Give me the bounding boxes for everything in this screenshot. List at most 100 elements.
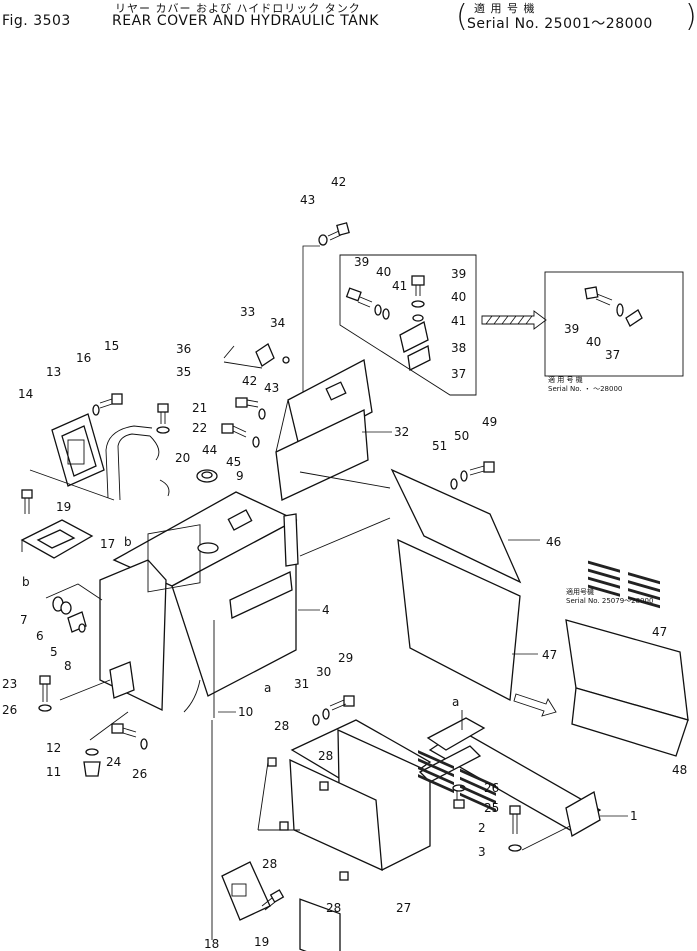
callout-40-inset: 40 — [586, 335, 601, 349]
callout-48: 48 — [672, 763, 687, 777]
callout-1: 1 — [630, 809, 638, 823]
washer-51 — [450, 478, 458, 490]
inset-frame-serial — [544, 271, 684, 377]
bolt-42-middle — [235, 397, 259, 408]
washer-3 — [508, 844, 522, 852]
tank-guard — [229, 571, 293, 619]
washer-45 — [252, 436, 260, 448]
callout-ref-b-tank: b — [124, 535, 132, 549]
callout-49: 49 — [482, 415, 497, 429]
callout-29: 29 — [338, 651, 353, 665]
callout-22: 22 — [192, 421, 207, 435]
latch-plate — [325, 381, 347, 401]
frame-bracket — [299, 898, 341, 951]
callout-26-left: 26 — [2, 703, 17, 717]
callout-41-b: 41 — [451, 314, 466, 328]
callout-6: 6 — [36, 629, 44, 643]
callout-31: 31 — [294, 677, 309, 691]
callout-40-a: 40 — [376, 265, 391, 279]
callout-15: 15 — [104, 339, 119, 353]
bolt-15 — [99, 393, 123, 409]
washer-41-left — [382, 308, 390, 320]
rear-cover-upper-32 — [287, 359, 373, 451]
washer-50 — [460, 470, 468, 482]
callout-43-middle: 43 — [264, 381, 279, 395]
callout-50: 50 — [454, 429, 469, 443]
callout-19-bottom: 19 — [254, 935, 269, 949]
detail-inset-frame — [339, 254, 477, 396]
bolt-19-bottom — [261, 889, 285, 911]
callout-44: 44 — [202, 443, 217, 457]
louvers-47 — [418, 750, 496, 812]
plate-37 — [407, 345, 431, 371]
nut-28-c — [279, 821, 289, 831]
spring-pin-36 — [223, 345, 235, 359]
serial-range: Serial No. 25001～28000 — [467, 16, 653, 32]
inset-right-note-jp: 適用号機 — [566, 587, 594, 596]
callout-39-a: 39 — [354, 255, 369, 269]
callout-42-top: 42 — [331, 175, 346, 189]
callout-30: 30 — [316, 665, 331, 679]
callout-9: 9 — [236, 469, 244, 483]
callout-28-d: 28 — [326, 901, 341, 915]
left-parenthesis: ( — [456, 0, 468, 34]
figure-title-japanese: リヤー カバー および ハイドロリック タンク — [115, 2, 361, 15]
callout-16: 16 — [76, 351, 91, 365]
callout-35: 35 — [176, 365, 191, 379]
inset-right-note-serial: Serial No. 25079～28000 — [566, 597, 653, 605]
bolt-24 — [111, 723, 137, 738]
callout-17: 17 — [100, 537, 115, 551]
callout-18: 18 — [204, 937, 219, 951]
nut-28-a — [267, 757, 277, 767]
handle-20 — [105, 425, 153, 501]
pin-35 — [223, 361, 263, 369]
bolt-21 — [157, 403, 169, 424]
callout-8: 8 — [64, 659, 72, 673]
callout-3: 3 — [478, 845, 486, 859]
tank-opening — [147, 524, 201, 593]
bolt-42-top — [327, 222, 350, 241]
bolt-19-top — [21, 489, 33, 514]
bolt-23 — [39, 675, 51, 702]
cover-gasket-13 — [61, 425, 97, 477]
drain-pipe — [183, 679, 201, 713]
callout-19-top: 19 — [56, 500, 71, 514]
plate-37-inset — [625, 309, 643, 327]
cover-window — [67, 439, 85, 465]
washer-43-top — [318, 234, 328, 246]
lockwasher-40-left — [374, 304, 382, 316]
callout-14: 14 — [18, 387, 33, 401]
plug-11 — [83, 761, 101, 777]
callout-41-a: 41 — [392, 279, 407, 293]
bolt-2 — [509, 805, 521, 834]
callout-38: 38 — [451, 341, 466, 355]
callout-33: 33 — [240, 305, 255, 319]
latch-bracket-33 — [255, 343, 275, 367]
bolt-39-right — [411, 275, 425, 296]
tank-bracket — [109, 661, 135, 699]
washer-41-right — [412, 314, 424, 322]
right-parenthesis: ) — [685, 0, 697, 34]
callout-26-right: 26 — [484, 781, 499, 795]
callout-45: 45 — [226, 455, 241, 469]
callout-11: 11 — [46, 765, 61, 779]
nut-34 — [282, 356, 290, 364]
frame-27-front — [289, 758, 383, 872]
callout-12: 12 — [46, 741, 61, 755]
arrow-to-inset — [481, 310, 547, 330]
top-cover-46 — [390, 468, 522, 584]
bracket-38 — [399, 321, 429, 353]
callout-24: 24 — [106, 755, 121, 769]
callout-27: 27 — [396, 901, 411, 915]
callout-7: 7 — [20, 613, 28, 627]
washer-43-middle — [258, 408, 266, 420]
callout-25: 25 — [484, 801, 499, 815]
filler-neck — [197, 542, 219, 554]
level-gauge — [283, 513, 299, 567]
callout-13: 13 — [46, 365, 61, 379]
callout-labels: 42 43 39 40 41 39 40 41 38 37 39 40 37 3… — [2, 175, 687, 951]
guide-line-2 — [299, 517, 391, 557]
bolt-44 — [221, 423, 247, 438]
nut-28-b — [319, 781, 329, 791]
callout-21: 21 — [192, 401, 207, 415]
